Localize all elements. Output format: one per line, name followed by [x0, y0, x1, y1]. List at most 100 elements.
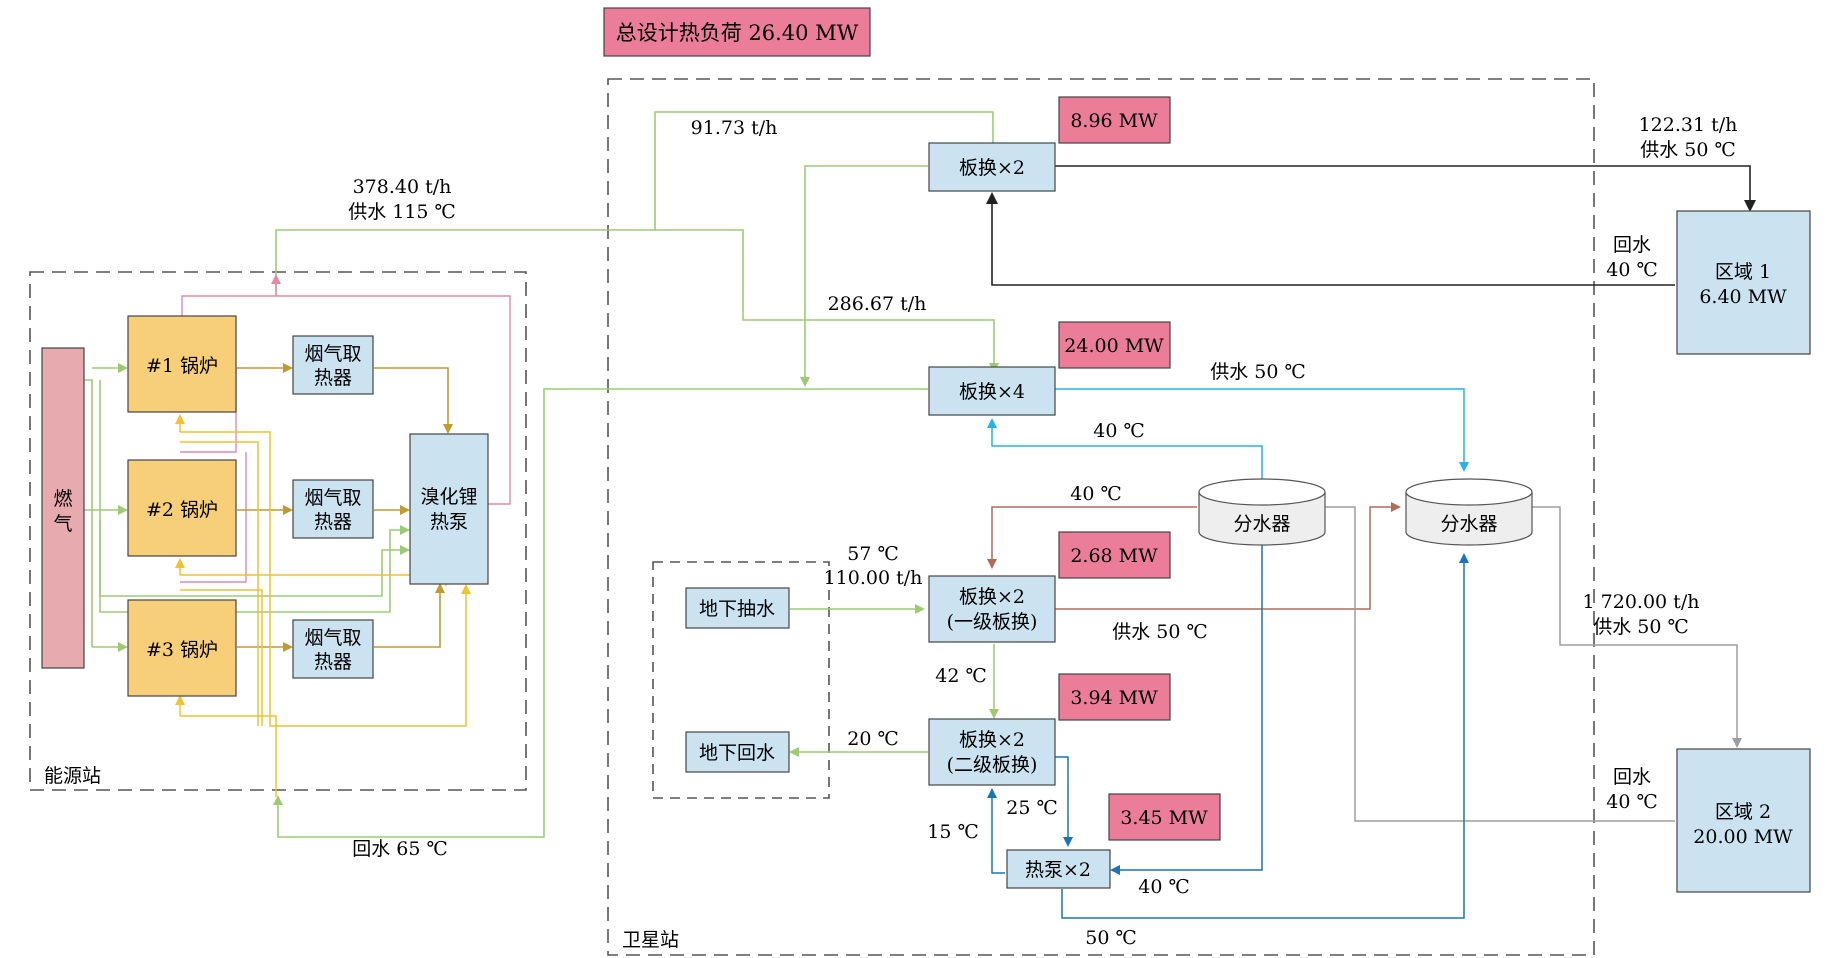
- yellow-line-7: [180, 574, 447, 586]
- distributor-left-label: 分水器: [1233, 513, 1290, 535]
- zone-1-load: 6.40 MW: [1699, 286, 1787, 308]
- zone1-return-line: [986, 192, 1675, 286]
- satellite-station-frame: [607, 78, 1595, 956]
- label-15: 15 ℃: [927, 821, 978, 843]
- flue-heater-2-line2: 热器: [314, 511, 352, 533]
- groundwater-return: 地下回水: [685, 731, 790, 773]
- distributor-left: 分水器: [1198, 478, 1326, 546]
- label-zone1-return-1: 回水: [1613, 234, 1651, 256]
- yellow-line-6: [180, 441, 259, 726]
- hp-to-hx2-line: [987, 788, 1005, 874]
- flue-heater-3-line2: 热器: [314, 651, 352, 673]
- boiler-2-label: #2 锅炉: [146, 499, 218, 521]
- satellite-station-label: 卫星站: [622, 929, 679, 951]
- label-hx4-40: 40 ℃: [1093, 420, 1144, 442]
- pink-link-2: [180, 452, 247, 583]
- boiler-3-label: #3 锅炉: [146, 639, 218, 661]
- zone-2-load: 20.00 MW: [1693, 826, 1793, 848]
- green-to-libr-2: [99, 520, 410, 613]
- label-return-65: 回水 65 ℃: [352, 838, 448, 860]
- svg-text:3.45 MW: 3.45 MW: [1120, 807, 1208, 829]
- label-hp-40: 40 ℃: [1138, 876, 1189, 898]
- capacity-badge-3-45: 3.45 MW: [1108, 793, 1221, 841]
- plate-hx-4: 板换×4: [928, 366, 1056, 416]
- label-42: 42 ℃: [935, 665, 986, 687]
- main-supply-line: [275, 111, 994, 296]
- yellow-line-9: [180, 589, 263, 726]
- plate-hx-primary-line2: (一级板换): [947, 611, 1038, 633]
- svg-text:2.68 MW: 2.68 MW: [1070, 545, 1158, 567]
- total-load-text: 总设计热负荷 26.40 MW: [616, 21, 859, 45]
- gas-label-1: 燃: [53, 488, 72, 510]
- capacity-badge-8-96: 8.96 MW: [1058, 96, 1171, 144]
- heat-pump-label: 热泵×2: [1025, 859, 1091, 881]
- plate-hx-4-label: 板换×4: [959, 381, 1025, 403]
- label-mid-supply: 供水 50 ℃: [1112, 621, 1208, 643]
- label-hx4-supply: 供水 50 ℃: [1210, 361, 1306, 383]
- libr-line2: 热泵: [430, 511, 468, 533]
- zone1-supply-line: [1055, 165, 1756, 212]
- label-57: 57 ℃: [847, 543, 898, 565]
- flue1-to-libr: [374, 367, 453, 434]
- groundwater-extract: 地下抽水: [685, 587, 790, 629]
- pink-supply-line: [181, 295, 511, 505]
- dist-to-hx1-line: [987, 506, 1197, 569]
- label-zone2-return-1: 回水: [1613, 766, 1651, 788]
- flue-heater-2-line1: 烟气取: [304, 487, 361, 509]
- gas-label-2: 气: [53, 513, 72, 535]
- libr-heat-pump: 溴化锂 热泵: [409, 433, 489, 585]
- label-flow-91: 91.73 t/h: [691, 117, 778, 139]
- energy-station-frame: [29, 271, 527, 791]
- label-25: 25 ℃: [1006, 797, 1057, 819]
- plate-hx-primary: 板换×2 (一级板换): [928, 575, 1056, 643]
- flue-heater-1-line1: 烟气取: [304, 343, 361, 365]
- hx2-to-hp-line: [1055, 756, 1073, 847]
- supply-to-hx4-line: [655, 229, 999, 373]
- hx4-supply-line: [1055, 388, 1469, 472]
- plate-hx-primary-line1: 板换×2: [959, 586, 1025, 608]
- zone2-return-line: [1315, 502, 1675, 822]
- label-flow-110: 110.00 t/h: [824, 567, 923, 589]
- return-65-line: [273, 388, 928, 838]
- libr-line1: 溴化锂: [420, 486, 477, 508]
- label-zone2-supply: 供水 50 ℃: [1593, 616, 1689, 638]
- label-flow-286: 286.67 t/h: [828, 293, 927, 315]
- label-dist-40: 40 ℃: [1070, 483, 1121, 505]
- flue-heater-3: 烟气取 热器: [292, 619, 374, 679]
- svg-text:8.96 MW: 8.96 MW: [1070, 110, 1158, 132]
- energy-station-label: 能源站: [44, 765, 101, 787]
- flue-heater-1: 烟气取 热器: [292, 335, 374, 395]
- label-zone2-return-2: 40 ℃: [1606, 791, 1657, 813]
- plate-hx-secondary-line2: (二级板换): [947, 754, 1038, 776]
- label-zone1-flow: 122.31 t/h: [1639, 114, 1738, 136]
- groundwater-frame: [652, 561, 830, 799]
- boiler-3: #3 锅炉: [127, 599, 237, 697]
- label-main-flow: 378.40 t/h: [353, 176, 452, 198]
- label-20: 20 ℃: [847, 728, 898, 750]
- boiler-2: #2 锅炉: [127, 459, 237, 557]
- capacity-badge-2-68: 2.68 MW: [1058, 531, 1171, 579]
- distributor-right: 分水器: [1405, 478, 1533, 546]
- svg-text:3.94 MW: 3.94 MW: [1070, 687, 1158, 709]
- plate-hx-secondary-line1: 板换×2: [959, 729, 1025, 751]
- zone-2-name: 区域 2: [1715, 801, 1771, 823]
- svg-text:24.00 MW: 24.00 MW: [1064, 335, 1164, 357]
- flue-heater-3-line1: 烟气取: [304, 627, 361, 649]
- capacity-badge-3-94: 3.94 MW: [1058, 673, 1171, 721]
- label-zone1-supply: 供水 50 ℃: [1640, 139, 1736, 161]
- dist-to-hx4-line: [987, 418, 1263, 482]
- plate-hx-top-label: 板换×2: [959, 157, 1025, 179]
- capacity-badge-24-00: 24.00 MW: [1058, 321, 1171, 369]
- hp-to-dist-line: [1061, 553, 1469, 919]
- boiler-1-label: #1 锅炉: [146, 355, 218, 377]
- dist-to-hp-line: [1110, 532, 1263, 875]
- label-zone1-return-2: 40 ℃: [1606, 259, 1657, 281]
- zone-1: 区域 1 6.40 MW: [1676, 210, 1811, 355]
- flue-heater-2: 烟气取 热器: [292, 479, 374, 539]
- distributor-right-label: 分水器: [1440, 513, 1497, 535]
- zone-2: 区域 2 20.00 MW: [1676, 748, 1811, 893]
- boiler-1: #1 锅炉: [127, 315, 237, 413]
- zone-1-name: 区域 1: [1715, 261, 1771, 283]
- label-zone2-flow: 1 720.00 t/h: [1583, 591, 1700, 613]
